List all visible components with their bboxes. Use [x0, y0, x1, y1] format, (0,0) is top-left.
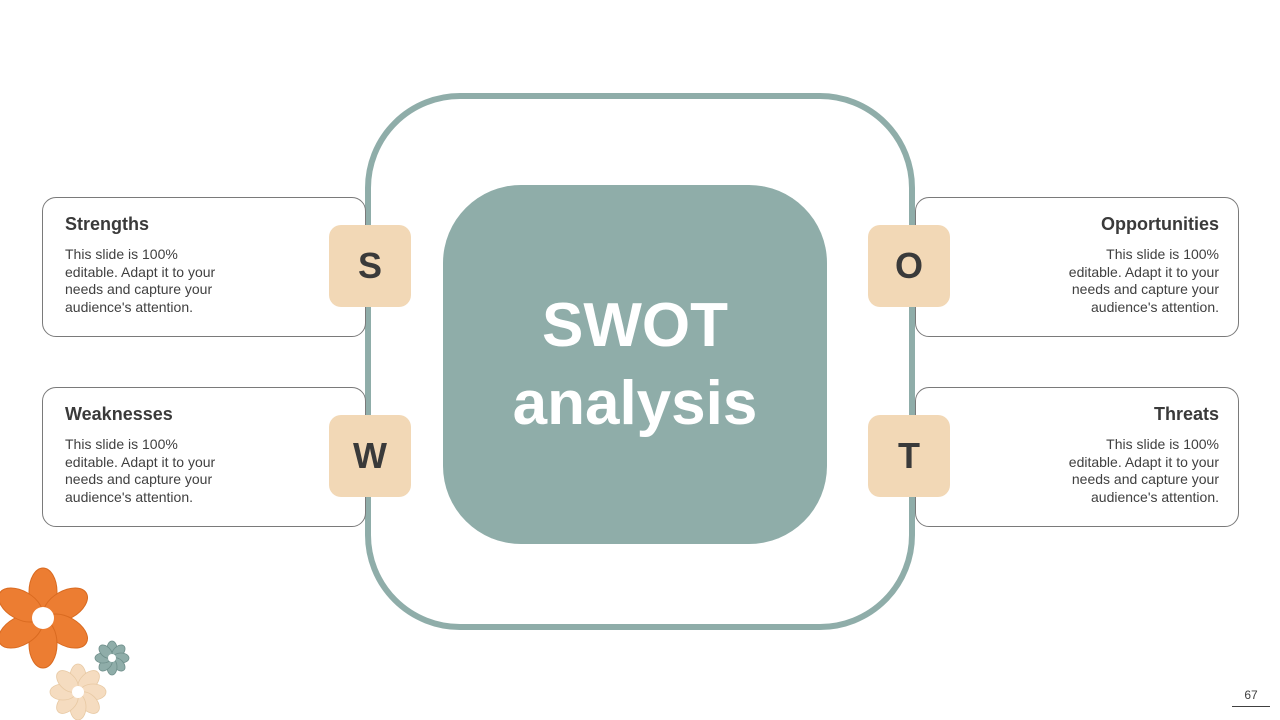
page-number: 67: [1232, 688, 1270, 707]
flower-icon-orange: [0, 567, 88, 669]
flowers-decoration: [0, 567, 130, 720]
letter-t-box: T: [868, 415, 950, 497]
threats-card: Threats This slide is 100% editable. Ada…: [915, 387, 1239, 527]
weaknesses-card: Weaknesses This slide is 100% editable. …: [42, 387, 366, 527]
threats-title: Threats: [1153, 404, 1219, 424]
letter-o-box: O: [868, 225, 950, 307]
strengths-body: This slide is 100% editable. Adapt it to…: [65, 246, 216, 315]
weaknesses-body: This slide is 100% editable. Adapt it to…: [65, 436, 216, 505]
opportunities-body: This slide is 100% editable. Adapt it to…: [1068, 246, 1219, 315]
center-title-line1: SWOT: [542, 290, 728, 360]
flower-icon-peach: [49, 663, 107, 720]
threats-body: This slide is 100% editable. Adapt it to…: [1068, 436, 1219, 505]
letter-s-box: S: [329, 225, 411, 307]
center-title-line2: analysis: [512, 368, 758, 438]
strengths-title: Strengths: [65, 214, 150, 234]
center-title-box: SWOT analysis: [443, 185, 827, 544]
opportunities-title: Opportunities: [1101, 214, 1219, 234]
strengths-card: Strengths This slide is 100% editable. A…: [42, 197, 366, 337]
opportunities-card: Opportunities This slide is 100% editabl…: [915, 197, 1239, 337]
letter-w-box: W: [329, 415, 411, 497]
flower-icon-teal: [94, 640, 130, 676]
weaknesses-title: Weaknesses: [65, 404, 173, 424]
